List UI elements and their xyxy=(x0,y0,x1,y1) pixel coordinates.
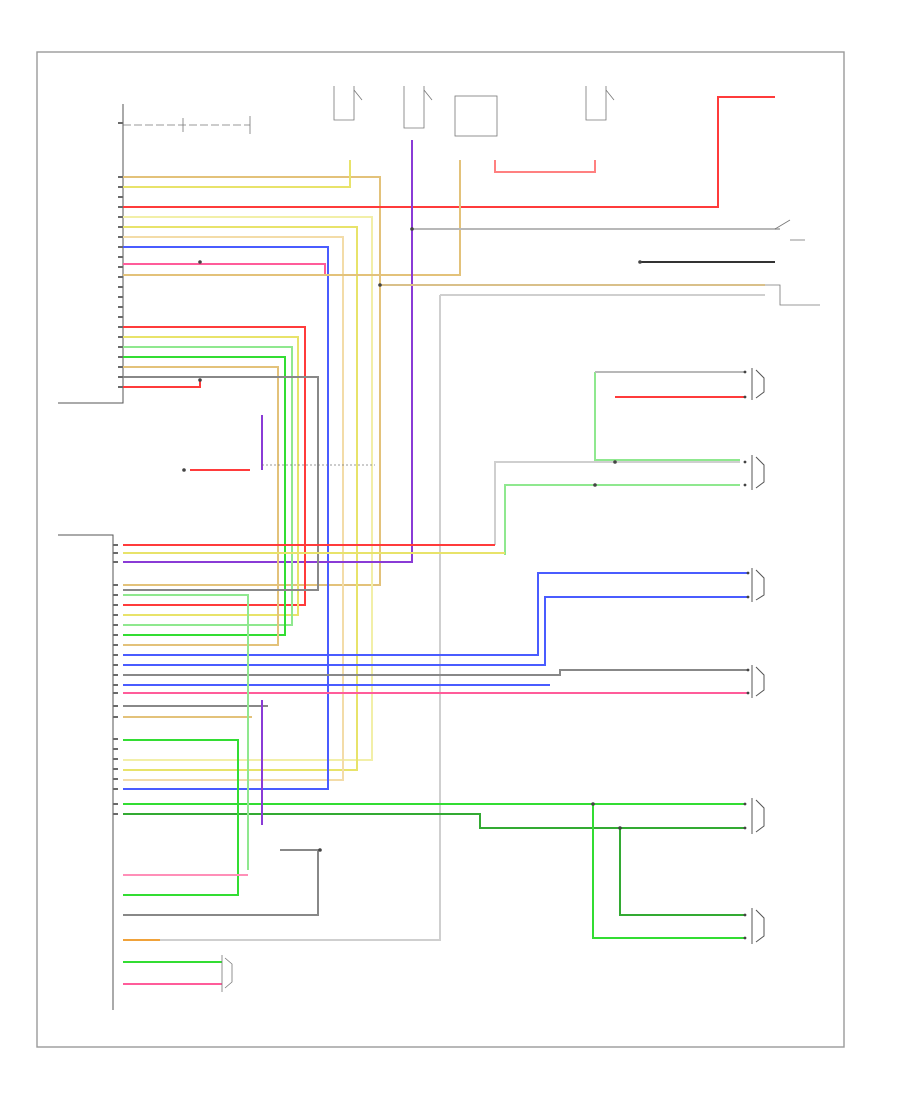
junction-dots xyxy=(182,227,642,852)
wire-green-down xyxy=(123,739,239,896)
wire-yellow-mid xyxy=(123,336,299,616)
wire-red-mid xyxy=(123,326,306,606)
audio-unit-pins xyxy=(118,122,123,388)
wire-green-lt xyxy=(592,804,745,939)
wire-blue-1 xyxy=(123,246,329,790)
fuse-block-1 xyxy=(333,86,363,121)
wire-tan-2 xyxy=(123,236,344,781)
right-ground-lead xyxy=(765,284,820,306)
right-door-speaker-connector xyxy=(751,665,765,698)
left-door-speaker-connector xyxy=(751,568,765,602)
wire-white-fd xyxy=(494,461,740,545)
wire-gray-down xyxy=(123,849,319,916)
wire-green-lt2 xyxy=(619,828,745,916)
lower-unit xyxy=(58,534,118,1010)
wire-tan-3 xyxy=(123,160,461,276)
wire-red-top xyxy=(123,96,775,208)
wire-yellow-2 xyxy=(123,226,358,771)
wire-lightgreen-rt xyxy=(594,372,740,461)
wire-lightgreen-down xyxy=(123,594,249,870)
diagram-frame xyxy=(36,51,845,1048)
right-tweeter-connector xyxy=(751,368,765,400)
wires-mid xyxy=(123,326,375,646)
antenna-lead xyxy=(123,116,251,134)
fuse-block-4 xyxy=(585,86,615,121)
wires-lower-left xyxy=(123,594,319,992)
terminal-dots xyxy=(743,370,750,940)
fuse-block-2 xyxy=(403,86,433,129)
rear-speaker-connector xyxy=(751,798,765,834)
wire-tan-mid xyxy=(123,366,279,646)
audio-unit xyxy=(58,104,124,404)
top-right-switch xyxy=(774,219,805,241)
audio-unit-outline xyxy=(58,104,124,404)
wire-gray-mid xyxy=(123,376,319,591)
wire-tan-1 xyxy=(123,176,381,586)
lower-unit-pins xyxy=(113,544,118,815)
wire-violet-main xyxy=(123,140,413,563)
wire-green-rear2 xyxy=(123,813,745,829)
wire-red-short xyxy=(123,380,201,388)
wire-lightgreen-fd xyxy=(504,484,740,555)
left-tweeter-connector xyxy=(751,908,765,944)
wire-gray-rd xyxy=(123,669,748,676)
wire-lightgreen-mid xyxy=(123,346,293,626)
fuse-block-3 xyxy=(454,95,498,137)
lower-unit-outline xyxy=(58,534,114,1010)
wire-blue-ld1 xyxy=(123,572,748,656)
wire-yellow-1 xyxy=(123,160,351,188)
wire-red-fuse4 xyxy=(494,160,596,173)
wires-top xyxy=(123,96,780,941)
wire-white-vertical xyxy=(123,295,441,941)
front-door-speaker-connector xyxy=(751,455,765,490)
wires-right-speakers xyxy=(123,371,748,939)
wire-blue-ld2 xyxy=(123,596,748,666)
wire-green-mid xyxy=(123,356,286,636)
wire-pink-1 xyxy=(123,263,326,275)
